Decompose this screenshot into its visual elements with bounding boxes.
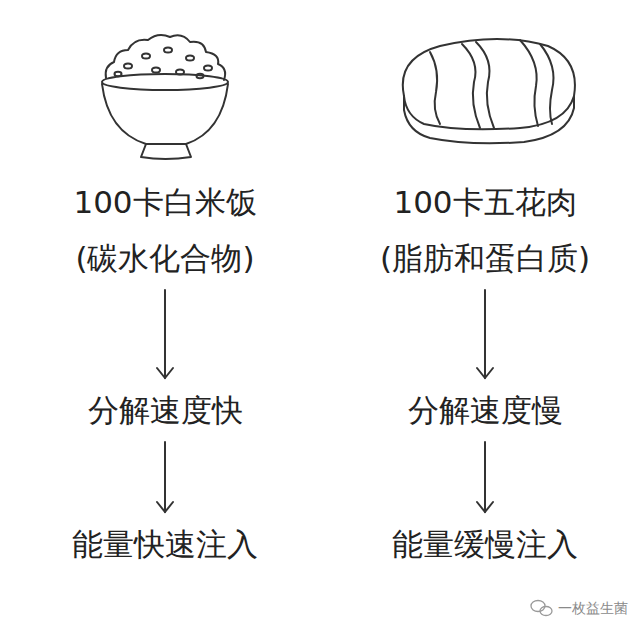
down-arrow: [477, 290, 493, 378]
node-text: 分解速度快: [88, 390, 243, 430]
node-subtext: (碳水化合物): [73, 238, 256, 278]
meat-side: [404, 96, 574, 143]
wechat-icon: [531, 601, 552, 616]
text-node: 分解速度慢: [404, 388, 567, 432]
meat-stripe: [430, 52, 440, 124]
down-arrow: [477, 442, 493, 512]
node-text: 100卡白米饭: [73, 182, 256, 222]
meat-stripe: [476, 42, 494, 128]
watermark: 一枚益生菌: [558, 600, 628, 618]
node-text: 能量快速注入: [72, 524, 258, 564]
text-node: 分解速度快: [84, 388, 247, 432]
text-node: 能量缓慢注入: [388, 522, 582, 566]
down-arrow: [157, 290, 173, 378]
meat-top: [403, 39, 575, 129]
down-arrow: [157, 442, 173, 512]
text-node: 能量快速注入: [68, 522, 262, 566]
node-subtext: (脂肪和蛋白质): [380, 238, 590, 278]
text-node: 100卡五花肉 (脂肪和蛋白质): [376, 180, 594, 280]
node-text: 能量缓慢注入: [392, 524, 578, 564]
node-text: 100卡五花肉: [380, 182, 590, 222]
meat-stripe: [520, 40, 538, 126]
meat-stripe: [462, 44, 480, 128]
node-text: 分解速度慢: [408, 390, 563, 430]
rice-grains: [115, 48, 213, 79]
bowl-body: [102, 84, 228, 144]
meat-stripe: [540, 44, 554, 124]
bowl-base: [141, 144, 191, 159]
text-node: 100卡白米饭 (碳水化合物): [69, 180, 260, 280]
